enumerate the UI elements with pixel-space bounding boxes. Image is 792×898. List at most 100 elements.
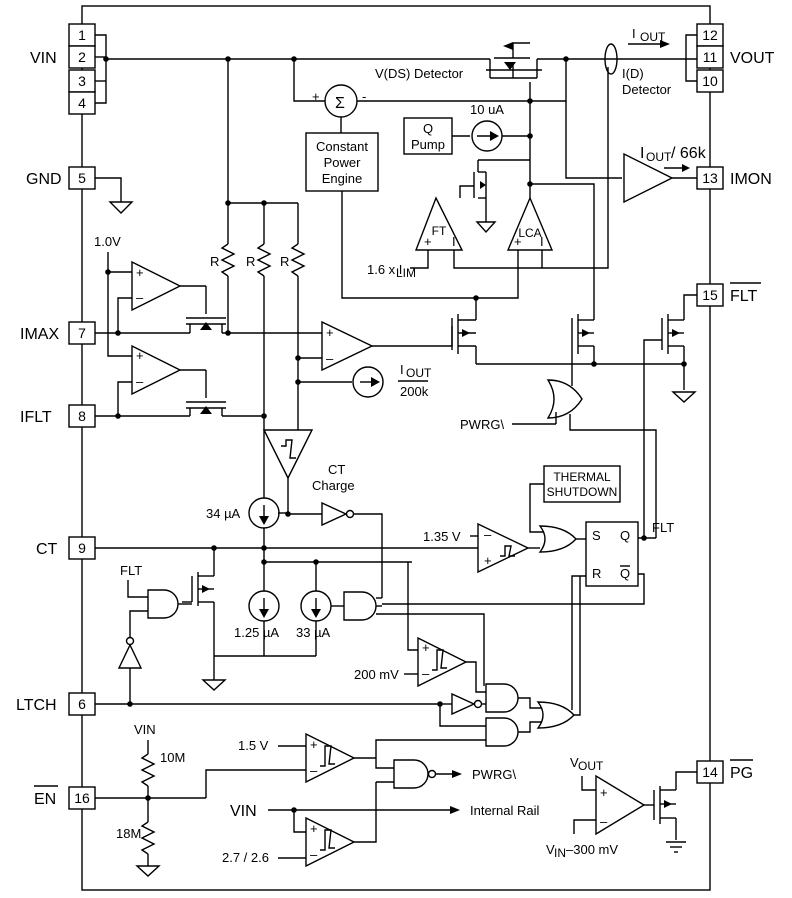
sigma-symbol: Σ bbox=[335, 95, 345, 112]
constant-power-engine: Constant Power Engine bbox=[305, 132, 476, 299]
svg-text:–: – bbox=[136, 290, 144, 305]
comparator-uvlo: + – 2.7 / 2.6 bbox=[222, 816, 356, 868]
svg-text:–: – bbox=[422, 666, 430, 681]
pwrg-output-label: PWRG\ bbox=[472, 767, 516, 782]
pin-12-number: 12 bbox=[702, 27, 718, 43]
svg-text:+: + bbox=[136, 265, 144, 280]
svg-text:1.0V: 1.0V bbox=[94, 234, 121, 249]
pin-6-number: 6 bbox=[78, 696, 86, 712]
ct-charge-inverter bbox=[321, 501, 383, 598]
iout-200k-source: I OUT 200k bbox=[295, 362, 432, 399]
svg-text:–: – bbox=[136, 374, 144, 389]
comparator-1v5: + – 1.5 V bbox=[238, 732, 376, 784]
pin-label-pg: PG bbox=[730, 765, 753, 782]
svg-text:+: + bbox=[600, 785, 608, 800]
svg-text:I: I bbox=[632, 26, 636, 41]
vout-bus bbox=[685, 34, 697, 82]
pin-1-number: 1 bbox=[78, 27, 86, 43]
pin-label-imax: IMAX bbox=[20, 326, 59, 343]
svg-text:Engine: Engine bbox=[322, 171, 362, 186]
vds-detector-label: V(DS) Detector bbox=[375, 66, 464, 81]
svg-text:V: V bbox=[546, 842, 555, 857]
pin-label-gnd: GND bbox=[26, 171, 62, 188]
ilim-label: 1.6 x I bbox=[367, 262, 402, 277]
pin-4-number: 4 bbox=[78, 95, 86, 111]
ltch-and-gate: FLT bbox=[120, 563, 192, 640]
nmos-gate-clamp bbox=[451, 295, 479, 364]
svg-text:OUT: OUT bbox=[406, 366, 432, 380]
svg-text:IN: IN bbox=[554, 846, 566, 860]
flt-left-label: FLT bbox=[120, 563, 142, 578]
pin-label-en: EN bbox=[34, 791, 56, 808]
svg-text:34 µA: 34 µA bbox=[206, 506, 241, 521]
svg-text:Q: Q bbox=[620, 566, 630, 581]
svg-text:–: – bbox=[326, 351, 334, 366]
current-10ua-label: 10 uA bbox=[470, 102, 504, 117]
resistor-r3-label: R bbox=[280, 254, 289, 269]
svg-text:–: – bbox=[310, 847, 318, 862]
pwrg-input-label: PWRG\ bbox=[460, 417, 504, 432]
svg-text:33 µA: 33 µA bbox=[296, 625, 331, 640]
ct-and-gate bbox=[343, 591, 485, 686]
nmos-flt bbox=[643, 294, 697, 538]
svg-text:VIN: VIN bbox=[230, 803, 257, 820]
comparator-200mv: + – 200 mV bbox=[354, 562, 486, 693]
iout-arrow-top: I OUT bbox=[628, 26, 670, 48]
svg-text:18M: 18M bbox=[116, 826, 141, 841]
en-divider: VIN 10M 18M bbox=[95, 722, 306, 877]
current-source-33ua: 33 µA bbox=[214, 559, 412, 657]
pin-label-flt: FLT bbox=[730, 288, 757, 305]
svg-text:+: + bbox=[424, 234, 432, 249]
svg-text:+: + bbox=[484, 553, 492, 568]
svg-text:Constant: Constant bbox=[316, 139, 368, 154]
svg-text:LCA: LCA bbox=[518, 226, 541, 240]
svg-text:Charge: Charge bbox=[312, 478, 355, 493]
resistor-r1-label: R bbox=[210, 254, 219, 269]
svg-text:Pump: Pump bbox=[411, 137, 445, 152]
imax-opamp: + – bbox=[117, 260, 207, 333]
pin-5-number: 5 bbox=[78, 170, 86, 186]
svg-text:–: – bbox=[310, 763, 318, 778]
svg-text:1.25 µA: 1.25 µA bbox=[234, 625, 279, 640]
gnd-connection bbox=[95, 177, 134, 214]
svg-text:THERMAL: THERMAL bbox=[553, 470, 611, 484]
reference-1v: 1.0V bbox=[94, 234, 132, 357]
svg-text:Internal Rail: Internal Rail bbox=[470, 803, 539, 818]
svg-text:Q: Q bbox=[423, 121, 433, 136]
svg-text:+: + bbox=[310, 821, 318, 836]
pin-label-ct: CT bbox=[36, 541, 58, 558]
svg-text:FT: FT bbox=[432, 224, 447, 238]
latch-reset-or-gate bbox=[536, 576, 581, 729]
svg-text:2.7 / 2.6: 2.7 / 2.6 bbox=[222, 850, 269, 865]
chip-outline bbox=[81, 5, 711, 891]
comparator-1v35: – + 1.35 V bbox=[423, 522, 540, 574]
svg-text:–: – bbox=[484, 527, 492, 542]
svg-text:R: R bbox=[592, 566, 601, 581]
current-source-1-25ua: 1.25 µA bbox=[234, 584, 280, 656]
svg-text:200k: 200k bbox=[400, 384, 429, 399]
pwrg-or-gate: PWRG\ bbox=[460, 379, 657, 538]
svg-text:V: V bbox=[570, 755, 579, 770]
pin-label-iflt: IFLT bbox=[20, 409, 52, 426]
pin-15-number: 15 bbox=[702, 287, 718, 303]
pin-label-vout: VOUT bbox=[730, 50, 775, 67]
sr-latch: S Q R Q FLT bbox=[382, 520, 674, 710]
imax-mosfet bbox=[186, 317, 226, 333]
ft-comparator: FT + I 1.6 x I LIM bbox=[367, 67, 609, 280]
svg-text:I: I bbox=[540, 234, 544, 249]
svg-text:+: + bbox=[136, 348, 144, 363]
ltch-buffer bbox=[117, 636, 143, 707]
svg-text:-: - bbox=[362, 89, 366, 104]
pg-comparator: V OUT + – V IN –300 mV bbox=[546, 755, 654, 860]
svg-text:OUT: OUT bbox=[578, 759, 604, 773]
svg-text:Power: Power bbox=[324, 155, 362, 170]
imon-amplifier: I OUT / 66k bbox=[565, 101, 707, 204]
and-gate-upper bbox=[485, 683, 542, 713]
current-source-34ua: 34 µA bbox=[206, 416, 288, 584]
internal-rail: VIN Internal Rail bbox=[230, 782, 539, 843]
flt-node-label: FLT bbox=[652, 520, 674, 535]
svg-text:–300 mV: –300 mV bbox=[566, 842, 618, 857]
pin-13-number: 13 bbox=[702, 170, 718, 186]
pin-11[interactable] bbox=[696, 45, 724, 69]
